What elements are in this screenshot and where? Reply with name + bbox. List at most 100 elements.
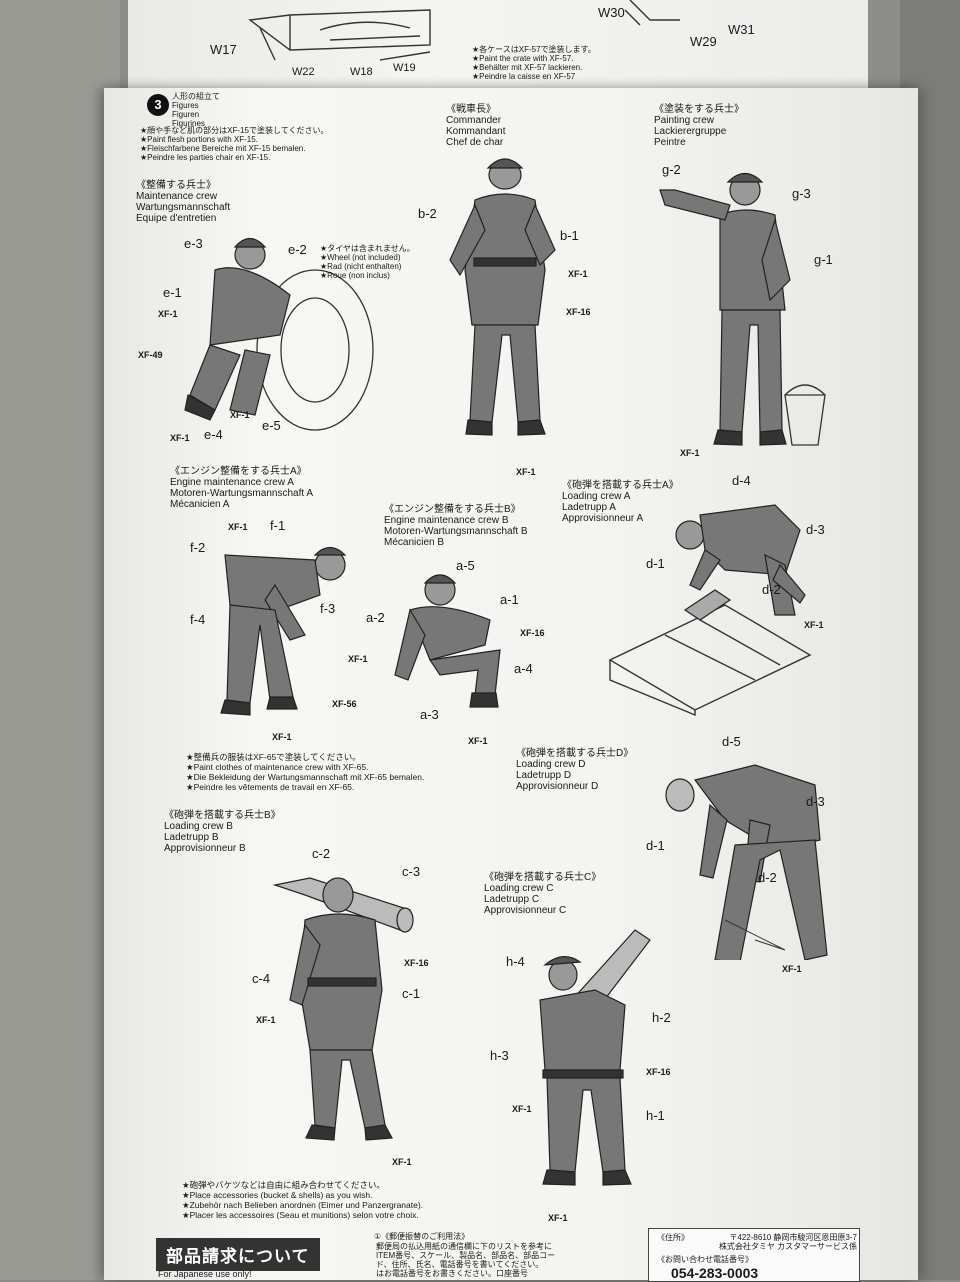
clothes-paint-note: ★整備兵の服装はXF-65で塗装してください。 ★Paint clothes o… <box>186 752 425 792</box>
label-e2: e-2 <box>288 242 307 257</box>
part-label-w19: W19 <box>393 62 416 74</box>
painter-title: 《塗装をする兵士》 Painting crew Lackierergruppe … <box>654 104 744 148</box>
paint-xf1-maint-a: XF-1 <box>158 309 178 319</box>
instruction-sheet-top <box>128 0 868 90</box>
label-d1-a: d-1 <box>646 556 665 571</box>
paint-xf1-engine-a-b: XF-1 <box>272 732 292 742</box>
address-text: 〒422-8610 静岡市駿河区恩田原3-7 株式会社タミヤ カスタマーサービス… <box>718 1233 857 1251</box>
paint-xf1-maint-b: XF-1 <box>230 410 250 420</box>
paint-xf1-loading-c-a: XF-1 <box>512 1104 532 1114</box>
paint-xf1-loading-d: XF-1 <box>782 964 802 974</box>
label-h3: h-3 <box>490 1048 509 1063</box>
paint-xf1-engine-b-b: XF-1 <box>468 736 488 746</box>
crate-parts-drawing <box>248 0 680 61</box>
paint-xf1-engine-b-a: XF-1 <box>348 654 368 664</box>
part-label-w17: W17 <box>210 42 237 57</box>
paint-xf1-maint-c: XF-1 <box>170 433 190 443</box>
label-e3: e-3 <box>184 236 203 251</box>
part-label-w18: W18 <box>350 66 373 78</box>
painter-figure <box>659 172 826 446</box>
label-e5: e-5 <box>262 418 281 433</box>
paint-xf1-commander-b: XF-1 <box>516 467 536 477</box>
engine-b-title: 《エンジン整備をする兵士B》 Engine maintenance crew B… <box>384 504 528 548</box>
part-label-w30: W30 <box>598 5 625 20</box>
address-box: 《住所》 〒422-8610 静岡市駿河区恩田原3-7 株式会社タミヤ カスタマ… <box>648 1228 860 1282</box>
label-d2-d: d-2 <box>758 870 777 885</box>
label-d2-a: d-2 <box>762 582 781 597</box>
label-b2: b-2 <box>418 206 437 221</box>
step-number-badge: 3 <box>147 94 169 116</box>
loading-c-figure <box>539 929 651 1186</box>
paint-xf1-painter: XF-1 <box>680 448 700 458</box>
label-h2: h-2 <box>652 1010 671 1025</box>
label-c2: c-2 <box>312 846 331 861</box>
loading-c-title: 《砲弾を搭載する兵士C》 Loading crew C Ladetrupp C … <box>484 872 602 916</box>
paint-xf56-engine-b: XF-56 <box>332 699 357 709</box>
label-h4: h-4 <box>506 954 525 969</box>
label-f1: f-1 <box>270 518 286 533</box>
label-e1: e-1 <box>163 285 182 300</box>
label-c3: c-3 <box>402 864 421 879</box>
label-a1: a-1 <box>500 592 519 607</box>
paint-xf16-loading-c: XF-16 <box>646 1067 671 1077</box>
label-a5: a-5 <box>456 558 475 573</box>
paint-xf1-loading-a: XF-1 <box>804 620 824 630</box>
label-g1: g-1 <box>814 252 833 267</box>
label-a3: a-3 <box>420 707 439 722</box>
postal-transfer-title: ①《郵便振替のご利用法》 <box>374 1232 470 1241</box>
paint-xf16-engine-b: XF-16 <box>520 628 545 638</box>
label-e4: e-4 <box>204 427 223 442</box>
paint-xf1-loading-b-a: XF-1 <box>256 1015 276 1025</box>
label-f4: f-4 <box>190 612 206 627</box>
japanese-use-only-note: For Japanese use only! <box>158 1269 252 1279</box>
label-d3-a: d-3 <box>806 522 825 537</box>
loading-a-figure <box>608 504 812 717</box>
label-c1: c-1 <box>402 986 421 1001</box>
paint-xf1-loading-c-b: XF-1 <box>548 1213 568 1223</box>
paint-xf1-commander-a: XF-1 <box>568 269 588 279</box>
label-a4: a-4 <box>514 661 533 676</box>
maintenance-title: 《整備する兵士》 Maintenance crew Wartungsmannsc… <box>136 180 231 224</box>
loading-d-title: 《砲弾を搭載する兵士D》 Loading crew D Ladetrupp D … <box>516 748 634 792</box>
loading-d-figure <box>665 764 828 960</box>
commander-figure <box>449 158 556 436</box>
accessories-note: ★砲弾やバケツなどは自由に組み合わせてください。 ★Place accessor… <box>182 1180 424 1220</box>
loading-b-title: 《砲弾を搭載する兵士B》 Loading crew B Ladetrupp B … <box>164 810 281 854</box>
paint-xf1-loading-b-b: XF-1 <box>392 1157 412 1167</box>
contact-phone: 054-283-0003 <box>671 1265 759 1281</box>
label-f2: f-2 <box>190 540 206 555</box>
postal-transfer-text: 郵便局の払込用紙の通信欄に下のリストを参考に ITEM番号、スケール、製品名、部… <box>376 1242 556 1278</box>
contact-title: 《お問い合わせ電話番号》 <box>657 1255 753 1264</box>
label-g2: g-2 <box>662 162 681 177</box>
engine-b-figure <box>394 574 501 708</box>
flesh-paint-note: ★顔や手など肌の部分はXF-15で塗装してください。 ★Paint flesh … <box>140 126 329 162</box>
label-f3: f-3 <box>320 601 336 616</box>
label-d5: d-5 <box>722 734 741 749</box>
label-g3: g-3 <box>792 186 811 201</box>
paint-xf16-loading-b: XF-16 <box>404 958 429 968</box>
label-d1-d: d-1 <box>646 838 665 853</box>
paint-xf1-engine-a-a: XF-1 <box>228 522 248 532</box>
loading-b-figure <box>272 877 414 1141</box>
label-b1: b-1 <box>560 228 579 243</box>
part-label-w22: W22 <box>292 66 315 78</box>
label-a2: a-2 <box>366 610 385 625</box>
engine-a-figure <box>220 546 347 716</box>
label-d3-d: d-3 <box>806 794 825 809</box>
paint-xf16-commander: XF-16 <box>566 307 591 317</box>
paint-xf49-maint: XF-49 <box>138 350 163 360</box>
label-c4: c-4 <box>252 971 271 986</box>
label-d4-a: d-4 <box>732 473 751 488</box>
part-label-w29: W29 <box>690 34 717 49</box>
engine-a-title: 《エンジン整備をする兵士A》 Engine maintenance crew A… <box>170 466 314 510</box>
parts-request-heading: 部品請求について <box>156 1238 320 1271</box>
label-h1: h-1 <box>646 1108 665 1123</box>
crate-paint-note: ★各ケースはXF-57で塗装します。 ★Paint the crate with… <box>472 45 596 81</box>
wheel-note: ★タイヤは含まれません。 ★Wheel (not included) ★Rad … <box>320 244 415 280</box>
part-label-w31: W31 <box>728 22 755 37</box>
address-title: 《住所》 <box>657 1233 689 1242</box>
step-title: 人形の組立て Figures Figuren Figurines <box>172 92 220 128</box>
commander-title: 《戦車長》 Commander Kommandant Chef de char <box>446 104 506 148</box>
loading-a-title: 《砲弾を搭載する兵士A》 Loading crew A Ladetrupp A … <box>562 480 679 524</box>
maintenance-figure <box>184 237 374 431</box>
